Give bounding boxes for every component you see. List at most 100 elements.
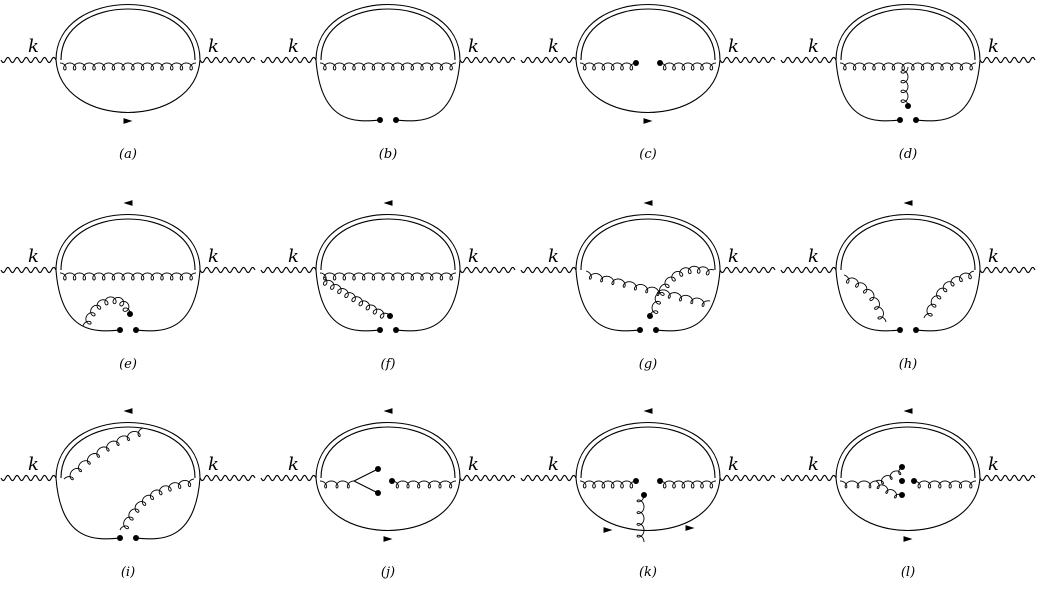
heavy-quark-line-inner [60,426,196,479]
momentum-label-left: k [28,36,39,57]
condensate-dot-right [133,535,139,541]
condensate-dot-left [117,535,123,541]
heavy-quark-arrow [643,200,653,206]
heavy-quark-line-inner [840,8,976,61]
diagram-a: k k (a) [0,3,256,162]
quark-line-lower [575,59,721,113]
photon-line-right [719,56,776,64]
quark-line-lower-left [55,269,121,332]
condensate-dot-left [377,117,383,123]
momentum-label-left: k [548,246,559,267]
heavy-quark-arrow [383,200,393,206]
momentum-label-right: k [208,36,219,57]
photon-line-right [459,266,516,274]
momentum-label-left: k [28,246,39,267]
gluon-condensate-dot [389,478,395,484]
quark-condensate-dot-bottom [375,490,381,496]
diagram-caption: (b) [379,147,397,162]
gluon-left [319,480,355,489]
gluon-right [913,480,977,489]
photon-line-left [520,56,577,64]
momentum-label-right: k [208,454,219,475]
photon-line-left [0,474,57,482]
momentum-label-right: k [208,246,219,267]
gluon-horizontal [59,62,197,71]
diagram-caption: (d) [899,147,917,162]
photon-line-left [780,266,837,274]
photon-line-left [260,266,317,274]
gluon-diagonal-left [585,270,711,307]
momentum-label-left: k [28,454,39,475]
heavy-quark-line-outer [55,213,201,271]
gluon-horizontal [319,272,457,281]
momentum-label-left: k [808,36,819,57]
heavy-quark-line-outer [835,421,981,479]
gluon-left [579,480,637,489]
quark-pair-lines [353,468,379,494]
photon-line-left [0,266,57,274]
heavy-quark-arrow [383,408,393,414]
diagram-caption: (a) [119,147,137,162]
heavy-quark-line-inner [580,426,716,479]
gluon-branch-top [875,466,903,485]
condensate-dot-right [653,327,659,333]
heavy-quark-line-inner [840,426,976,479]
quark-line-lower [575,477,721,531]
gluon-horizontal [59,272,197,281]
quark-line-lower-right [915,269,981,332]
quark-line-lower-right [915,59,981,122]
quark-condensate-dot-top [375,466,381,472]
gluon-end-dot [905,103,911,109]
gluon-end-dot [647,313,653,319]
diagram-caption: (j) [381,565,395,580]
gluon-horizontal [839,62,977,71]
gluon-upper [63,427,144,481]
gluon-diagonal [322,276,389,319]
heavy-quark-line-inner [580,8,716,61]
gluon-dot-bottom [899,492,905,498]
heavy-quark-arrow [903,200,913,206]
heavy-quark-line-inner [60,8,196,61]
quark-arrow-left [603,527,613,533]
heavy-quark-line-outer [315,421,461,479]
photon-line-left [780,474,837,482]
gluon-right [391,480,457,489]
heavy-quark-arrow [643,408,653,414]
diagram-caption: (g) [639,357,657,372]
momentum-label-left: k [808,454,819,475]
momentum-label-right: k [728,454,739,475]
gluon-condensate-dot-right [657,478,663,484]
quark-line-lower [315,477,461,531]
momentum-label-left: k [808,246,819,267]
momentum-label-right: k [728,246,739,267]
gluon-vertical [636,494,645,543]
quark-line-lower-right [655,269,721,332]
condensate-dot-right [393,117,399,123]
quark-line-lower-left [315,59,381,122]
heavy-quark-arrow [123,408,133,414]
diagram-caption: (e) [119,357,137,372]
gluon-vertical [900,66,909,107]
condensate-dot-left [637,327,643,333]
heavy-quark-line-outer [55,421,201,479]
photon-line-right [199,56,256,64]
gluon-condensate-dot-left [633,60,639,66]
diagram-caption: (l) [901,565,915,580]
heavy-quark-line-inner [580,218,716,271]
diagram-e: k k (e) [0,200,256,372]
quark-line-lower [55,59,201,113]
photon-line-right [979,266,1036,274]
quark-line-lower-right [395,59,461,122]
photon-line-left [520,474,577,482]
quark-line-lower-right [135,477,201,540]
gluon-horizontal [319,62,457,71]
photon-line-right [459,474,516,482]
gluon-lower [119,478,195,531]
